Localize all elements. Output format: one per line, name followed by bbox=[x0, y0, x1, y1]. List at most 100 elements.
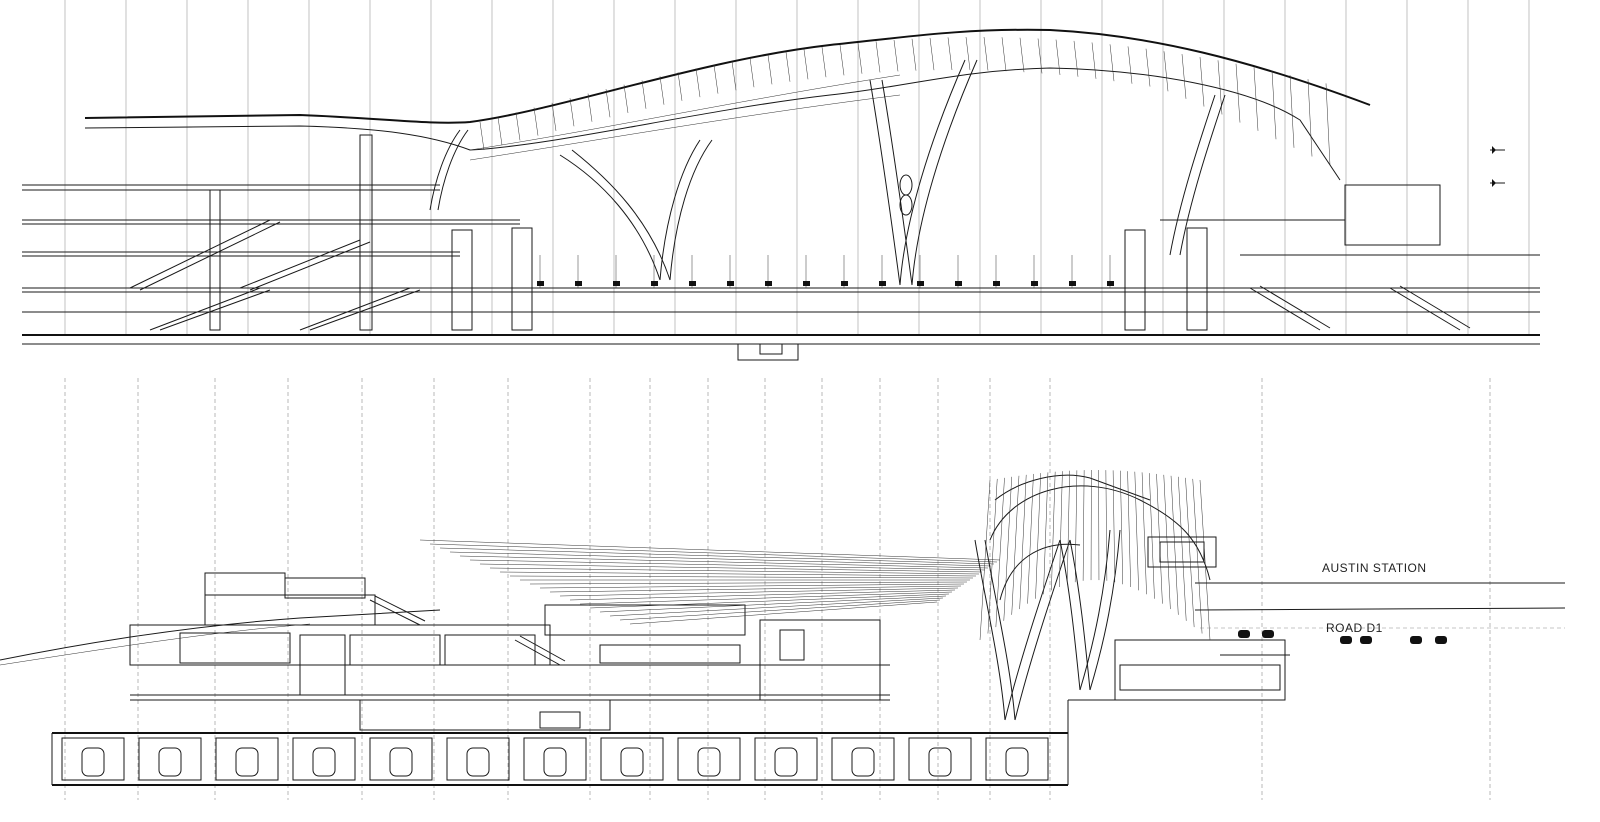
canopy-fin bbox=[489, 567, 980, 575]
canopy-rib bbox=[1027, 473, 1034, 604]
canopy-rib bbox=[1120, 470, 1124, 585]
roof-rib bbox=[875, 41, 881, 73]
platform-bench bbox=[993, 281, 1000, 286]
canopy-fin bbox=[579, 591, 953, 605]
train-car bbox=[235, 747, 259, 777]
platform-bench bbox=[1031, 281, 1038, 286]
roof-rib bbox=[1253, 67, 1259, 131]
platform-bench bbox=[917, 281, 924, 286]
roof-rib bbox=[1271, 71, 1277, 140]
upper-roof-shell bbox=[84, 28, 1371, 181]
canopy-rib bbox=[995, 477, 1005, 628]
roof-rib bbox=[965, 37, 971, 71]
roof-rib bbox=[1109, 44, 1115, 82]
train-bay bbox=[61, 737, 125, 781]
canopy-rib bbox=[1185, 477, 1195, 628]
road-label: ROAD D1 bbox=[1326, 621, 1383, 635]
canopy-edge bbox=[0, 609, 441, 661]
roof-rib bbox=[1181, 54, 1187, 99]
platform-bench bbox=[841, 281, 848, 286]
roof-rib bbox=[1055, 39, 1061, 75]
lower-section: AUSTIN STATION ROAD D1 bbox=[0, 378, 1566, 800]
train-car bbox=[312, 747, 336, 777]
roof-rib bbox=[1091, 42, 1097, 79]
canopy-fin bbox=[629, 601, 938, 625]
platform-bench bbox=[575, 281, 582, 286]
roof-rib bbox=[803, 49, 809, 80]
train-bay bbox=[292, 737, 356, 781]
train-car bbox=[1005, 747, 1029, 777]
canopy-fin bbox=[469, 559, 986, 571]
canopy-rib bbox=[987, 478, 998, 634]
canopy-edge bbox=[0, 623, 311, 666]
roof-rib bbox=[569, 98, 575, 127]
canopy-fin bbox=[449, 551, 992, 567]
canopy-fin bbox=[599, 595, 947, 613]
train-car bbox=[81, 747, 105, 777]
train-car bbox=[466, 747, 490, 777]
train-car bbox=[158, 747, 182, 777]
roof-rib bbox=[587, 93, 593, 122]
roof-rib bbox=[821, 47, 827, 78]
canopy-rib bbox=[1019, 474, 1027, 610]
roof-rib bbox=[1307, 79, 1313, 157]
lower-track-level bbox=[51, 700, 1069, 786]
roof-rib bbox=[623, 84, 629, 114]
train-car bbox=[697, 747, 721, 777]
platform-bench bbox=[1069, 281, 1076, 286]
roof-rib bbox=[893, 39, 899, 72]
roof-rib bbox=[551, 102, 557, 131]
canopy-fin bbox=[499, 571, 977, 577]
canopy-rib bbox=[1003, 476, 1012, 621]
roof-rib bbox=[1037, 38, 1043, 74]
canopy-fin bbox=[529, 581, 968, 585]
lower-tree-structures bbox=[974, 470, 1217, 721]
canopy-rib bbox=[1043, 472, 1049, 595]
upper-section bbox=[22, 0, 1540, 361]
canopy-rib bbox=[1082, 470, 1085, 581]
canopy-rib bbox=[1134, 471, 1139, 591]
platform-bench bbox=[1107, 281, 1114, 286]
upper-grid-lines bbox=[64, 0, 1530, 335]
upper-platform-details bbox=[537, 255, 1114, 288]
canopy-fin bbox=[479, 563, 983, 573]
canopy-fin bbox=[419, 539, 1001, 561]
roof-rib bbox=[641, 80, 647, 109]
roof-rib bbox=[1019, 37, 1025, 73]
train-bay bbox=[908, 737, 972, 781]
lower-grid-lines bbox=[64, 378, 1491, 800]
platform-bench bbox=[765, 281, 772, 286]
lower-escalators bbox=[369, 595, 566, 666]
canopy-rib bbox=[1011, 475, 1020, 615]
train-bay bbox=[446, 737, 510, 781]
roof-rib bbox=[515, 112, 521, 141]
roof-rib bbox=[1127, 46, 1133, 84]
train-car bbox=[620, 747, 644, 777]
upper-floor-slabs bbox=[22, 184, 1540, 313]
train-bay bbox=[523, 737, 587, 781]
train-car bbox=[774, 747, 798, 777]
roof-rib bbox=[479, 121, 485, 151]
canopy-rib bbox=[1156, 473, 1163, 604]
roof-rib bbox=[1289, 75, 1295, 148]
roof-rib bbox=[731, 61, 737, 91]
roof-rib bbox=[929, 37, 935, 71]
roof-rib bbox=[1163, 51, 1169, 92]
train-car bbox=[928, 747, 952, 777]
train-bay bbox=[677, 737, 741, 781]
roof-rib bbox=[677, 72, 683, 101]
roof-rib bbox=[1001, 37, 1007, 72]
upper-columns bbox=[209, 134, 1208, 331]
canopy-rib bbox=[1149, 473, 1155, 599]
canopy-rib bbox=[1192, 478, 1203, 634]
roof-rib bbox=[659, 76, 665, 105]
platform-bench bbox=[955, 281, 962, 286]
roof-rib bbox=[1199, 57, 1205, 107]
roof-rib bbox=[839, 44, 845, 76]
station-label: AUSTIN STATION bbox=[1322, 561, 1427, 575]
canopy-rib bbox=[979, 479, 991, 641]
roof-rib bbox=[767, 54, 773, 85]
roof-rib bbox=[1325, 83, 1331, 166]
roof-rib bbox=[749, 57, 755, 88]
